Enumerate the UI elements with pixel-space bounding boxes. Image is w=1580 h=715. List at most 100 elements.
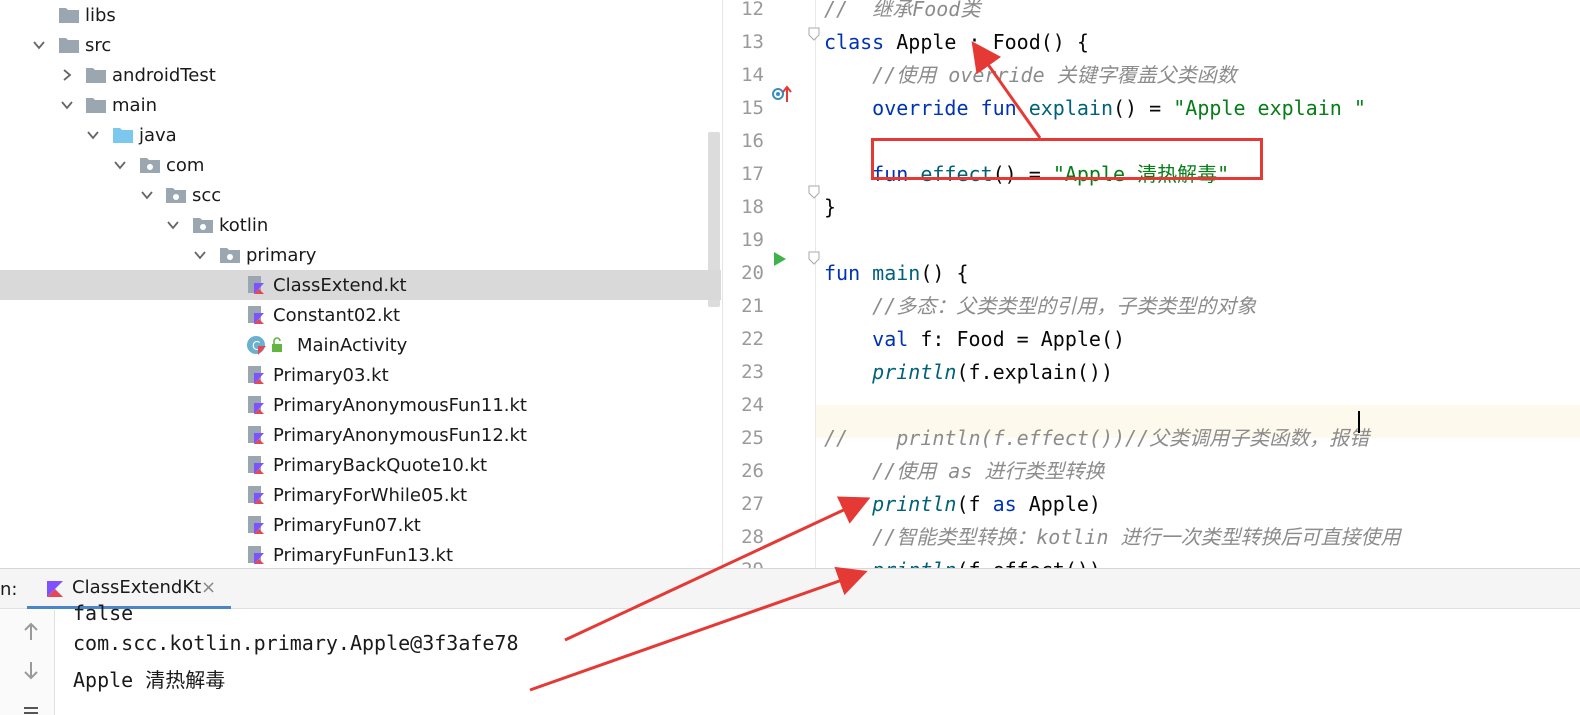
code-line[interactable]: //多态：父类类型的引用，子类类型的对象 — [824, 290, 1256, 323]
code-line[interactable]: // println(f.effect())//父类调用子类函数，报错 — [824, 422, 1369, 455]
code-line[interactable]: println(f.explain()) — [824, 356, 1113, 389]
tree-item[interactable]: main — [0, 90, 721, 120]
code-token: fun — [980, 96, 1017, 120]
tree-item-label: MainActivity — [297, 334, 408, 356]
tree-item[interactable]: Primary03.kt — [0, 360, 721, 390]
line-number: 17 — [741, 163, 764, 185]
tree-item-label: Constant02.kt — [273, 304, 401, 326]
fold-icon[interactable] — [808, 184, 820, 203]
code-token: f: Food = Apple() — [908, 327, 1126, 351]
kotlin-icon — [45, 579, 65, 599]
code-token — [969, 96, 981, 120]
code-token: Apple) — [1016, 492, 1101, 516]
chevron-down-icon[interactable] — [193, 248, 207, 262]
tree-scrollbar[interactable] — [708, 132, 720, 307]
tree-item[interactable]: androidTest — [0, 60, 721, 90]
run-tab-bar: n: ClassExtendKt × — [0, 569, 1580, 609]
code-token: //智能类型转换：kotlin 进行一次类型转换后可直接使用 — [824, 525, 1401, 549]
tree-item[interactable]: Constant02.kt — [0, 300, 721, 330]
tree-item[interactable]: primary — [0, 240, 721, 270]
folder-icon — [85, 95, 107, 115]
arrow-up-icon[interactable] — [22, 622, 40, 642]
chevron-right-icon[interactable] — [60, 68, 74, 82]
fold-icon[interactable] — [808, 250, 820, 269]
code-token: () = — [992, 162, 1053, 186]
tree-item-label: scc — [192, 184, 222, 206]
line-number: 16 — [741, 130, 764, 152]
tree-item[interactable]: src — [0, 30, 721, 60]
fold-icon[interactable] — [808, 26, 820, 45]
code-line[interactable]: //使用 override 关键字覆盖父类函数 — [824, 59, 1237, 92]
run-icon[interactable] — [772, 250, 788, 272]
code-line[interactable]: override fun explain() = "Apple explain … — [824, 92, 1366, 125]
code-line[interactable]: } — [824, 191, 836, 224]
line-number: 14 — [741, 64, 764, 86]
code-line[interactable]: println(f.effect()) — [824, 554, 1101, 568]
folder-icon — [58, 35, 80, 55]
code-token: as — [992, 492, 1017, 516]
line-number: 20 — [741, 262, 764, 284]
kotlin-file-icon — [246, 365, 268, 385]
code-line[interactable]: fun effect() = "Apple 清热解毒" — [824, 158, 1229, 191]
tree-item[interactable]: libs — [0, 0, 721, 30]
chevron-down-icon[interactable] — [113, 158, 127, 172]
chevron-down-icon[interactable] — [86, 128, 100, 142]
code-token: () = — [1113, 96, 1174, 120]
kotlin-file-icon — [246, 515, 268, 535]
code-line[interactable]: //智能类型转换：kotlin 进行一次类型转换后可直接使用 — [824, 521, 1401, 554]
line-number: 25 — [741, 427, 764, 449]
tab-classextendkt[interactable]: ClassExtendKt × — [27, 569, 231, 609]
close-icon[interactable]: × — [201, 577, 217, 598]
chevron-down-icon[interactable] — [60, 98, 74, 112]
console-toolbar — [0, 610, 55, 715]
line-number: 21 — [741, 295, 764, 317]
folder-icon — [58, 5, 80, 25]
tree-item[interactable]: PrimaryAnonymousFun12.kt — [0, 420, 721, 450]
chevron-down-icon[interactable] — [140, 188, 154, 202]
run-panel: n: ClassExtendKt × false com.scc.kotlin.… — [0, 568, 1580, 715]
tree-item[interactable]: com — [0, 150, 721, 180]
code-line[interactable]: class Apple : Food() { — [824, 26, 1089, 59]
tree-item[interactable]: PrimaryAnonymousFun11.kt — [0, 390, 721, 420]
code-token — [824, 492, 872, 516]
line-number: 18 — [741, 196, 764, 218]
chevron-down-icon[interactable] — [166, 218, 180, 232]
line-number: 22 — [741, 328, 764, 350]
tree-item[interactable]: PrimaryBackQuote10.kt — [0, 450, 721, 480]
highlight-box-effect — [871, 138, 1263, 180]
tree-item[interactable]: ClassExtend.kt — [0, 270, 721, 300]
wrap-icon[interactable] — [22, 702, 40, 714]
tree-item-label: primary — [246, 244, 317, 266]
code-token: (f — [956, 492, 993, 516]
text-caret — [1358, 411, 1360, 433]
code-line[interactable]: // 继承Food类 — [824, 0, 980, 26]
code-token — [860, 261, 872, 285]
tree-item[interactable]: PrimaryFunFun13.kt — [0, 540, 721, 568]
package-icon — [165, 185, 187, 205]
package-icon — [219, 245, 241, 265]
code-line[interactable]: //使用 as 进行类型转换 — [824, 455, 1104, 488]
tree-item[interactable]: java — [0, 120, 721, 150]
tree-item[interactable]: kotlin — [0, 210, 721, 240]
code-token: (f.explain()) — [956, 360, 1114, 384]
editor-gutter — [724, 0, 816, 568]
tree-item[interactable]: PrimaryFun07.kt — [0, 510, 721, 540]
code-line[interactable]: println(f as Apple) — [824, 488, 1101, 521]
code-token: val — [872, 327, 909, 351]
console-output-line: com.scc.kotlin.primary.Apple@3f3afe78 — [73, 631, 519, 655]
tree-item[interactable]: PrimaryForWhile05.kt — [0, 480, 721, 510]
code-line[interactable]: fun main() { — [824, 257, 969, 290]
code-token: //使用 override 关键字覆盖父类函数 — [824, 63, 1237, 87]
tree-item[interactable]: scc — [0, 180, 721, 210]
code-token: "Apple explain " — [1173, 96, 1366, 120]
code-line[interactable]: val f: Food = Apple() — [824, 323, 1125, 356]
chevron-down-icon[interactable] — [32, 38, 46, 52]
override-marker-icon[interactable] — [771, 84, 793, 108]
line-number: 27 — [741, 493, 764, 515]
console-output-line: Apple 清热解毒 — [73, 668, 226, 692]
arrow-down-icon[interactable] — [22, 660, 40, 680]
line-number: 15 — [741, 97, 764, 119]
package-icon — [192, 215, 214, 235]
